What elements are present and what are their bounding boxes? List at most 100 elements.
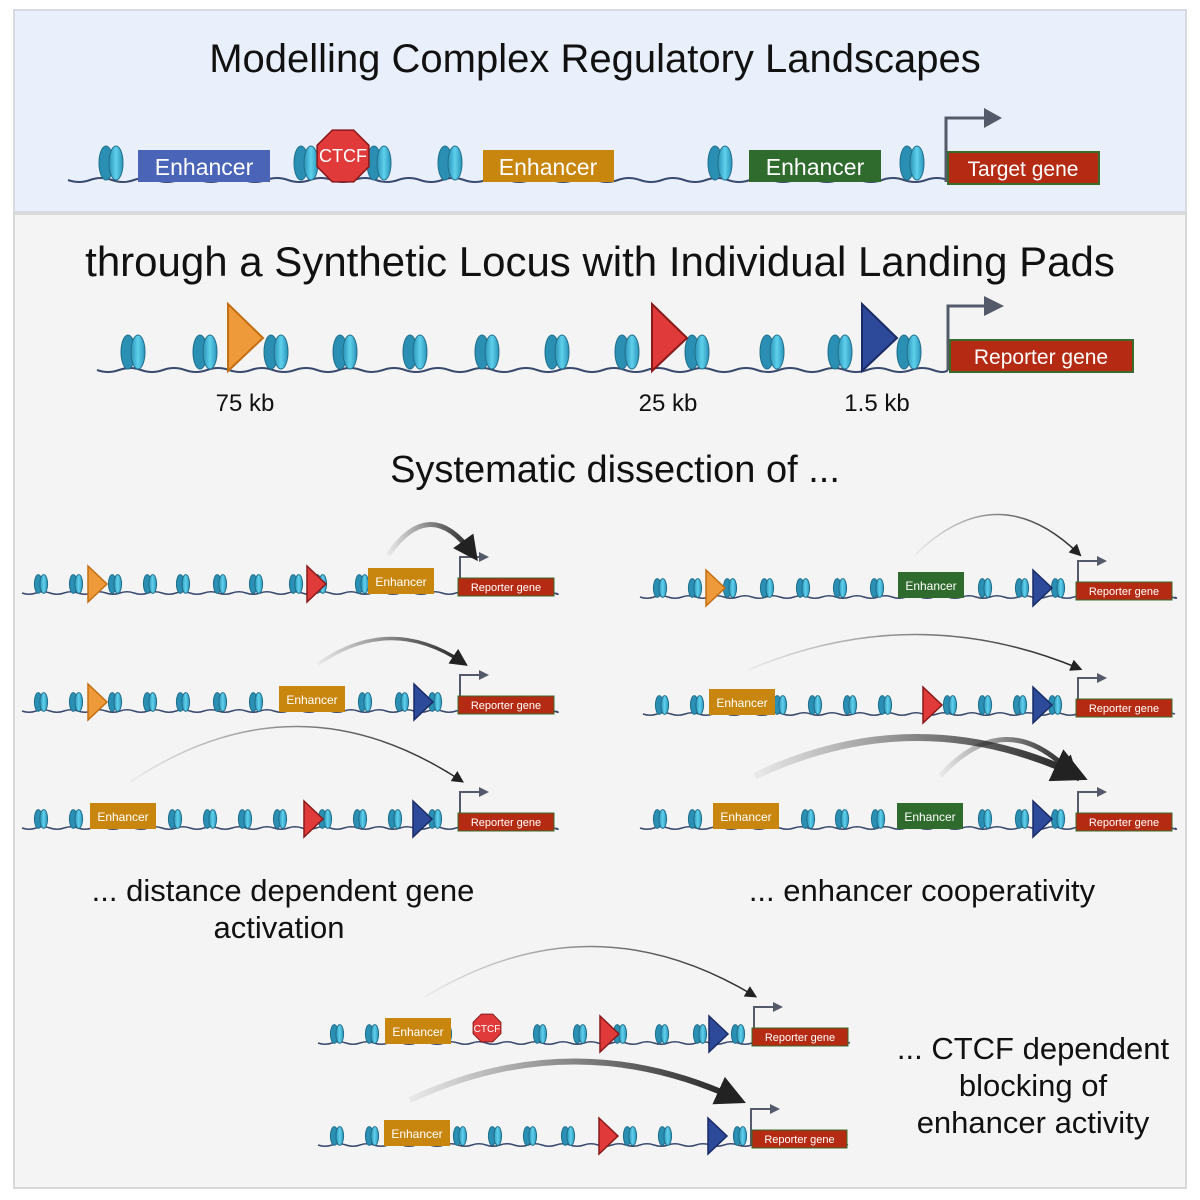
- nucleosome: [33, 692, 49, 712]
- reporter-gene-box: [457, 577, 555, 597]
- nucleosome: [263, 334, 289, 370]
- nucleosome: [842, 695, 858, 715]
- nucleosome: [142, 692, 158, 712]
- nucleosome: [107, 692, 123, 712]
- nucleosome: [474, 334, 500, 370]
- nucleosome: [98, 145, 124, 181]
- distance-25kb: 25 kb: [639, 390, 698, 417]
- nucleosome: [795, 578, 811, 598]
- nucleosome: [772, 695, 788, 715]
- reporter-gene-label: Reporter gene: [974, 346, 1108, 369]
- tss-arrowhead: [479, 670, 489, 680]
- caption-cooperativity: ... enhancer cooperativity: [749, 873, 1096, 908]
- tss-arrowhead-top: [984, 108, 1002, 128]
- nucleosome: [977, 578, 993, 598]
- nucleosome: [532, 1024, 548, 1044]
- enhancer-label: Enhancer: [375, 575, 426, 589]
- landing-pad: [306, 564, 328, 604]
- interaction-arc: [938, 737, 1079, 782]
- nucleosome: [202, 809, 218, 829]
- nucleosome: [652, 809, 668, 829]
- tss-arrow-top: [944, 116, 985, 182]
- nucleosome: [896, 334, 922, 370]
- reporter-gene-label: Reporter gene: [764, 1134, 834, 1146]
- enhancer-green-label: Enhancer: [766, 154, 865, 180]
- landing-pad-blue: [861, 301, 899, 374]
- reporter-gene-label: Reporter gene: [471, 582, 541, 594]
- reporter-gene-label: Reporter gene: [765, 1032, 835, 1044]
- enhancer-box: [385, 1018, 451, 1044]
- landing-pad: [1032, 568, 1054, 608]
- enhancer-box: [709, 689, 775, 715]
- interaction-arc: [753, 734, 1088, 782]
- nucleosome: [237, 809, 253, 829]
- nucleosome: [175, 692, 191, 712]
- interaction-arc: [747, 633, 1083, 671]
- enhancer-blue-label: Enhancer: [155, 154, 254, 180]
- nucleosome: [487, 1126, 503, 1146]
- nucleosome: [175, 574, 191, 594]
- landing-pad: [87, 682, 109, 722]
- nucleosome: [1014, 578, 1030, 598]
- landing-pad-red: [651, 301, 689, 374]
- nucleosome: [68, 574, 84, 594]
- interaction-arc: [424, 945, 758, 998]
- distance-1-5kb: 1.5 kb: [844, 390, 909, 417]
- caption-distance-line1: ... distance dependent gene: [92, 873, 475, 908]
- tss-arrowhead: [770, 1104, 780, 1114]
- nucleosome: [329, 1126, 345, 1146]
- nucleosome: [354, 574, 370, 594]
- reporter-gene-label: Reporter gene: [1089, 586, 1159, 598]
- nucleosome: [248, 692, 264, 712]
- landing-pad: [87, 564, 109, 604]
- nucleosome: [684, 334, 710, 370]
- reporter-gene-box: [1075, 698, 1173, 718]
- nucleosome: [832, 578, 848, 598]
- nucleosome: [707, 145, 733, 181]
- landing-pad: [1032, 799, 1054, 839]
- nucleosome: [352, 809, 368, 829]
- nucleosome: [942, 695, 958, 715]
- nucleosome: [689, 695, 705, 715]
- interaction-arc: [385, 522, 478, 562]
- nucleosome: [167, 809, 183, 829]
- nucleosome: [293, 145, 319, 181]
- enhancer-green: [749, 150, 881, 182]
- nucleosome: [722, 578, 738, 598]
- nucleosome: [544, 334, 570, 370]
- tss-arrowhead-mid: [984, 296, 1004, 316]
- nucleosome: [329, 1024, 345, 1044]
- ctcf-label: CTCF: [319, 146, 367, 166]
- tss-arrowhead: [479, 787, 489, 797]
- nucleosome: [759, 334, 785, 370]
- enhancer-label: Enhancer: [392, 1025, 443, 1039]
- target-gene-label: Target gene: [968, 158, 1079, 181]
- reporter-gene: [949, 339, 1134, 373]
- landing-pad: [599, 1014, 621, 1054]
- enhancer-box: [90, 803, 156, 829]
- enhancer-label: Enhancer: [97, 810, 148, 824]
- enhancer-box: [898, 572, 964, 598]
- interaction-arc: [408, 1058, 746, 1105]
- nucleosome: [452, 1126, 468, 1146]
- nucleosome: [732, 1126, 748, 1146]
- nucleosome: [652, 578, 668, 598]
- nucleosome: [192, 334, 218, 370]
- nucleosome: [364, 1024, 380, 1044]
- dissection-title: Systematic dissection of ...: [390, 449, 840, 491]
- reporter-gene-box: [457, 812, 555, 832]
- enhancer-box: [279, 686, 345, 712]
- landing-pad-orange: [227, 301, 265, 374]
- nucleosome: [827, 334, 853, 370]
- nucleosome: [834, 809, 850, 829]
- nucleosome: [654, 1024, 670, 1044]
- nucleosome: [560, 1126, 576, 1146]
- nucleosome: [1012, 695, 1028, 715]
- enhancer-label: Enhancer: [286, 693, 337, 707]
- enhancer-label: Enhancer: [720, 810, 771, 824]
- nucleosome: [807, 695, 823, 715]
- tss-arrowhead: [1097, 556, 1107, 566]
